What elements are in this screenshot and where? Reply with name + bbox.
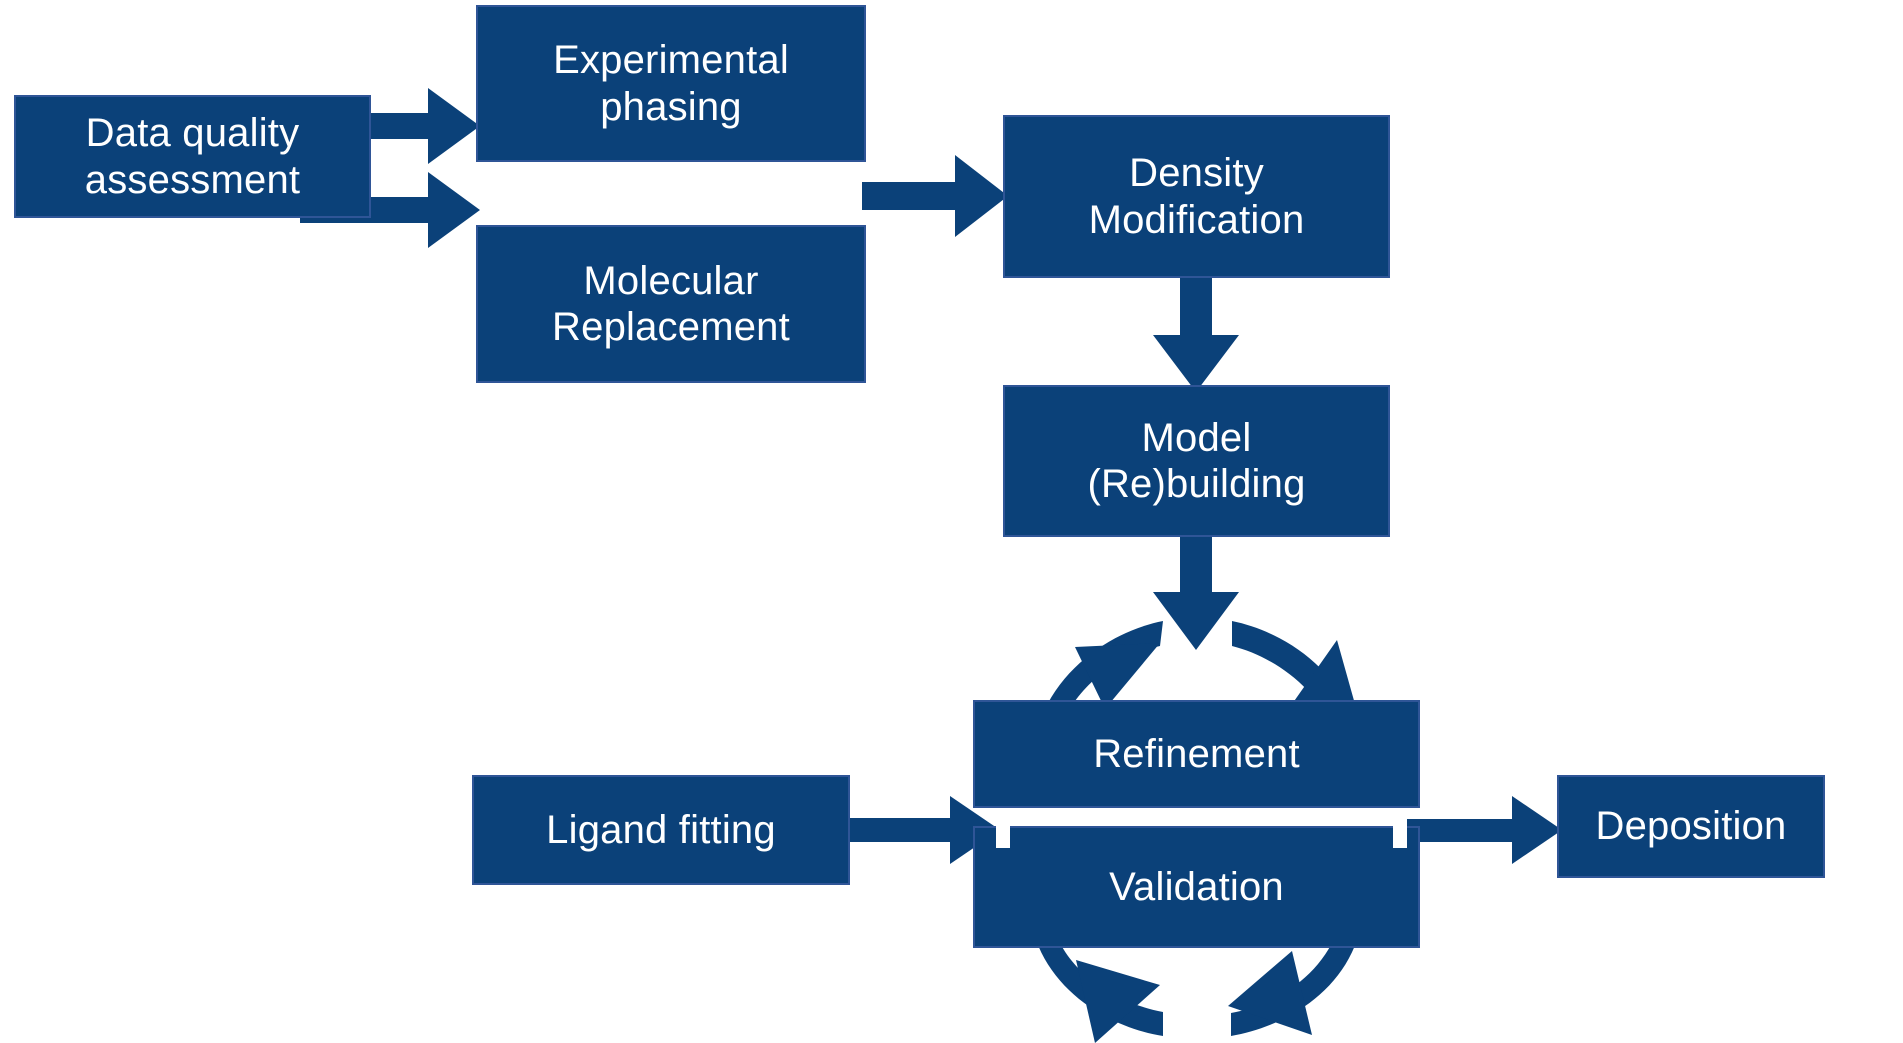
node-ligand-fitting[interactable]: Ligand fitting — [472, 775, 850, 885]
arrow-dqa-to-molecular-replacement — [300, 172, 480, 248]
node-refinement[interactable]: Refinement — [973, 700, 1420, 808]
node-validation[interactable]: Validation — [973, 826, 1420, 948]
node-experimental-phasing[interactable]: Experimental phasing — [476, 5, 866, 162]
arrow-density-modification-to-model-rebuilding — [1153, 273, 1239, 392]
node-molecular-replacement[interactable]: Molecular Replacement — [476, 225, 866, 383]
arrow-cycle-to-deposition — [1405, 796, 1562, 864]
node-model-rebuilding[interactable]: Model (Re)building — [1003, 385, 1390, 537]
arrow-model-rebuilding-to-cycle — [1153, 532, 1239, 650]
cycle-arc-bottom — [1036, 932, 1357, 1043]
arrow-ligand-fitting-to-cycle — [845, 796, 1000, 864]
arrow-dqa-to-experimental-phasing — [300, 88, 480, 164]
node-data-quality-assessment[interactable]: Data quality assessment — [14, 95, 371, 218]
node-density-modification[interactable]: Density Modification — [1003, 115, 1390, 278]
node-deposition[interactable]: Deposition — [1557, 775, 1825, 878]
arrow-phasing-to-density-modification — [862, 155, 1008, 237]
